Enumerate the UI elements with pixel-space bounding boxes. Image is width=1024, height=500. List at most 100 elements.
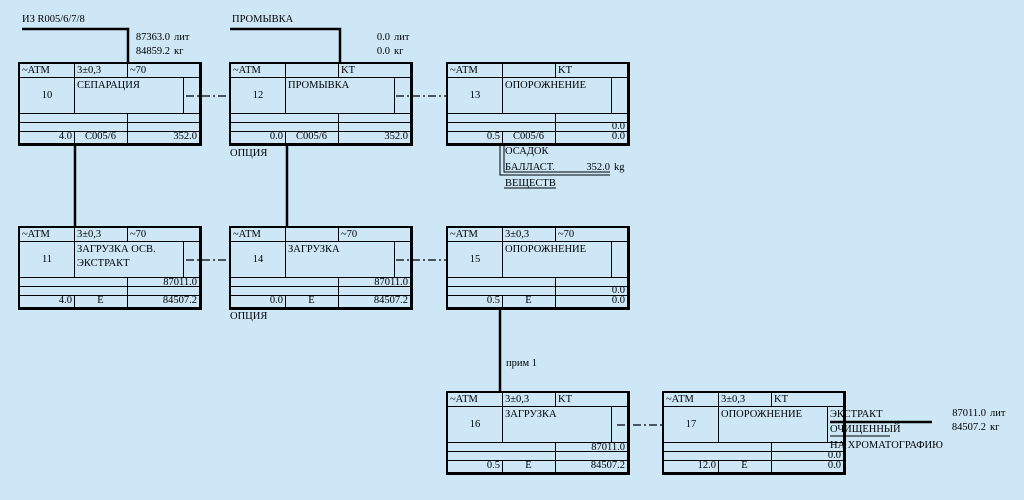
step-number: 17 — [685, 419, 697, 430]
step-equipment: C005/6 — [296, 131, 327, 142]
step-name-line2: ЭКСТРАКТ — [77, 258, 130, 269]
step-equipment: E — [525, 295, 532, 306]
step-mass: 84507.2 — [590, 460, 625, 471]
step-name-line1: СЕПАРАЦИЯ — [77, 80, 140, 91]
step-name-line1: ОПОРОЖНЕНИЕ — [505, 244, 587, 255]
step-duration: 12.0 — [697, 460, 716, 471]
option-label-1: ОПЦИЯ — [230, 148, 268, 159]
step-name-line1: ЗАГРУЗКА — [505, 409, 557, 420]
feed-mid-unit-kg: кг — [394, 46, 404, 57]
step-duration: 0.5 — [486, 295, 500, 306]
step-time: 3±0,3 — [505, 229, 530, 240]
step-duration: 0.0 — [269, 131, 283, 142]
step-name-line1: ЗАГРУЗКА ОСВ. — [77, 244, 156, 255]
step-mass: 84507.2 — [162, 295, 197, 306]
step-temp: ~70 — [341, 229, 358, 240]
step-pressure: ~ATM — [22, 65, 50, 76]
output-unit-kg: кг — [990, 422, 1000, 433]
step-duration: 4.0 — [58, 295, 72, 306]
output-kg: 84507.2 — [951, 422, 986, 433]
step-temp: KT — [341, 65, 355, 76]
step-pressure: ~ATM — [233, 229, 261, 240]
step-mass: 352.0 — [173, 131, 197, 142]
feed-left-unit-kg: кг — [174, 46, 184, 57]
feed-source-left: ИЗ R005/6/7/8 — [22, 14, 85, 25]
note-label: прим 1 — [506, 358, 538, 369]
step-equipment: E — [97, 295, 104, 306]
feed-left-liters: 87363.0 — [135, 32, 170, 43]
step-pressure: ~ATM — [450, 229, 478, 240]
step-mass: 0.0 — [611, 295, 625, 306]
sludge-value: 352.0 — [586, 162, 610, 173]
feed-source-mid: ПРОМЫВКА — [232, 14, 294, 25]
step-number: 16 — [469, 419, 481, 430]
step-temp: ~70 — [558, 229, 575, 240]
step-number: 10 — [41, 90, 53, 101]
output-line3: НА ХРОМАТОГРАФИЮ — [830, 440, 943, 451]
step-pressure: ~ATM — [450, 65, 478, 76]
step-number: 14 — [252, 254, 264, 265]
step-time: 3±0,3 — [77, 65, 102, 76]
step-equipment: C005/6 — [513, 131, 544, 142]
output-liters: 87011.0 — [952, 408, 986, 419]
step-equipment: C005/6 — [85, 131, 116, 142]
feed-mid-kg: 0.0 — [376, 46, 390, 57]
step-name-line1: ОПОРОЖНЕНИЕ — [505, 80, 587, 91]
step-temp: KT — [558, 394, 572, 405]
step-time: 3±0,3 — [505, 394, 530, 405]
step-time: 3±0,3 — [77, 229, 102, 240]
feed-line-mid — [230, 27, 342, 64]
sludge-line-b — [503, 144, 610, 173]
operation-box: ~ATM 3±0,3 KT 17 ОПОРОЖНЕНИЕ 0.0 12.0 E … — [662, 391, 846, 475]
sludge-line-a — [499, 144, 610, 176]
step-volume: 87011.0 — [163, 277, 197, 288]
operation-box: ~ATM 3±0,3 KT 16 ЗАГРУЗКА 87011.0 0.5 E … — [446, 391, 630, 475]
option-label-2: ОПЦИЯ — [230, 311, 268, 322]
step-name-line1: ОПОРОЖНЕНИЕ — [721, 409, 803, 420]
output-line1: ЭКСТРАКТ — [830, 409, 883, 420]
feed-line-left — [22, 27, 130, 64]
sludge-line1: ОСАДОК — [505, 146, 549, 157]
sludge-line2: БАЛЛАСТ. — [505, 162, 555, 173]
step-time: 3±0,3 — [721, 394, 746, 405]
feed-left-kg: 84859.2 — [135, 46, 170, 57]
step-pressure: ~ATM — [22, 229, 50, 240]
step-mass: 352.0 — [384, 131, 408, 142]
step-temp: KT — [558, 65, 572, 76]
step-pressure: ~ATM — [233, 65, 261, 76]
step-equipment: E — [741, 460, 748, 471]
step-aux-value: 0.0 — [611, 121, 625, 132]
step-duration: 0.0 — [269, 295, 283, 306]
step-number: 13 — [469, 90, 481, 101]
sludge-unit: kg — [614, 162, 625, 173]
sludge-line3: ВЕЩЕСТВ — [505, 178, 556, 189]
step-mass: 0.0 — [827, 460, 841, 471]
output-unit-l: лит — [990, 408, 1006, 419]
step-aux-value: 0.0 — [827, 450, 841, 461]
output-line2: ОЧИЩЕННЫЙ — [830, 424, 901, 435]
feed-mid-unit-l: лит — [394, 32, 410, 43]
step-name-line1: ПРОМЫВКА — [288, 80, 350, 91]
step-number: 11 — [41, 254, 53, 265]
operation-box: ~ATM KT 13 ОПОРОЖНЕНИЕ 0.0 0.5 C005/6 0.… — [446, 62, 630, 146]
step-equipment: E — [525, 460, 532, 471]
operation-box: ~ATM 3±0,3 ~70 10 СЕПАРАЦИЯ 4.0 C005/6 3… — [18, 62, 202, 146]
step-number: 12 — [252, 90, 264, 101]
feed-mid-liters: 0.0 — [376, 32, 390, 43]
feed-left-unit-l: лит — [174, 32, 190, 43]
operation-box: ~ATM 3±0,3 ~70 15 ОПОРОЖНЕНИЕ 0.0 0.5 E … — [446, 226, 630, 310]
operation-box: ~ATM KT 12 ПРОМЫВКА 0.0 C005/6 352.0 — [229, 62, 413, 146]
step-volume: 87011.0 — [374, 277, 408, 288]
step-temp: ~70 — [130, 65, 147, 76]
step-name-line1: ЗАГРУЗКА — [288, 244, 340, 255]
step-aux-value: 0.0 — [611, 285, 625, 296]
step-equipment: E — [308, 295, 315, 306]
step-duration: 4.0 — [58, 131, 72, 142]
step-volume: 87011.0 — [591, 442, 625, 453]
step-temp: KT — [774, 394, 788, 405]
step-temp: ~70 — [130, 229, 147, 240]
step-duration: 0.5 — [486, 460, 500, 471]
step-pressure: ~ATM — [450, 394, 478, 405]
